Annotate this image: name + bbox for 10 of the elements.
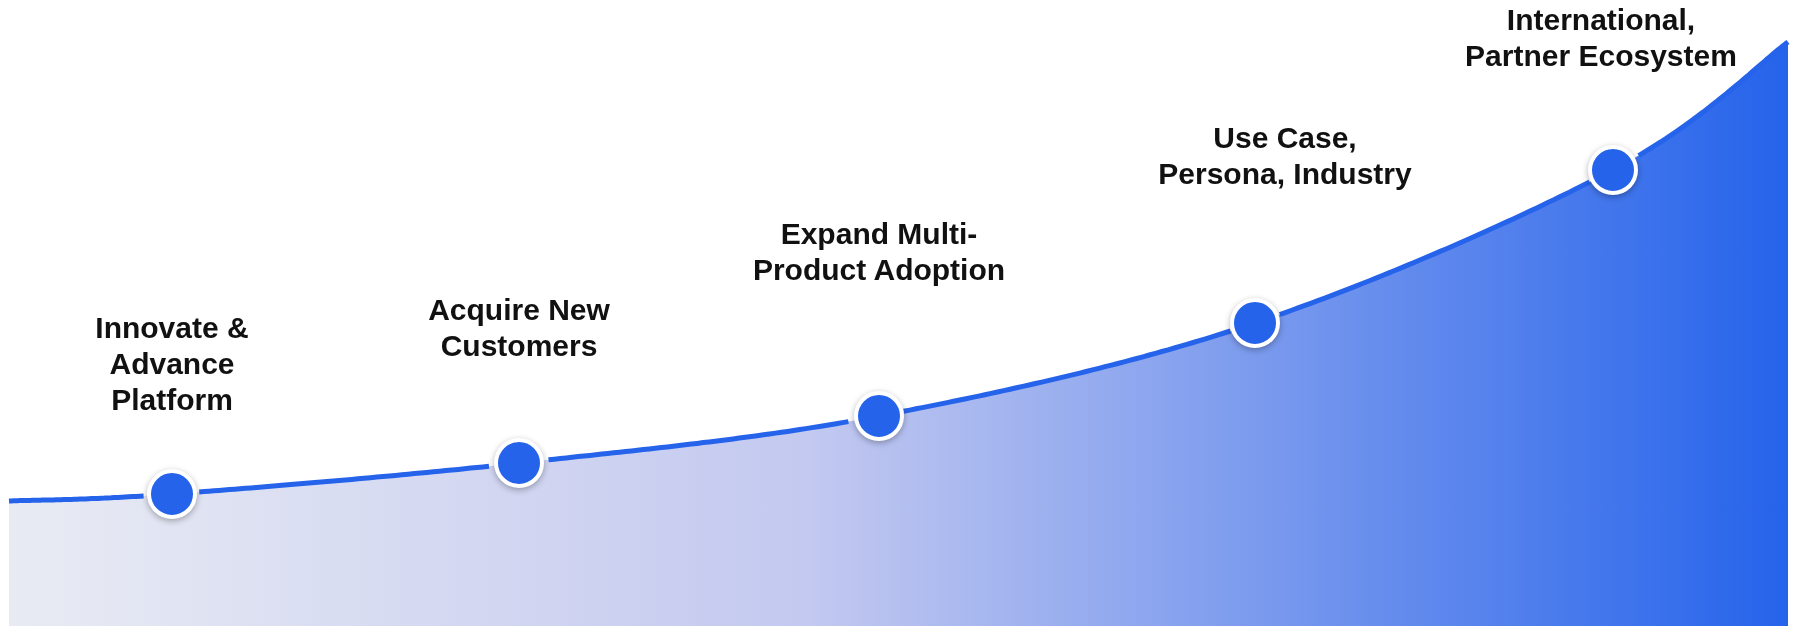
curve-line	[7, 493, 144, 504]
milestone-label: Acquire New Customers	[427, 292, 611, 364]
curve-line	[1637, 40, 1790, 158]
curve-line	[199, 463, 490, 495]
curve-line	[903, 328, 1232, 414]
milestone-label: International, Partner Ecosystem	[1464, 2, 1738, 74]
milestone-label: Use Case, Persona, Industry	[1157, 120, 1413, 192]
milestone-label: Expand Multi-Product Adoption	[751, 216, 1007, 288]
curve-line	[548, 419, 849, 463]
milestone-label: Innovate & Advance Platform	[94, 310, 250, 418]
